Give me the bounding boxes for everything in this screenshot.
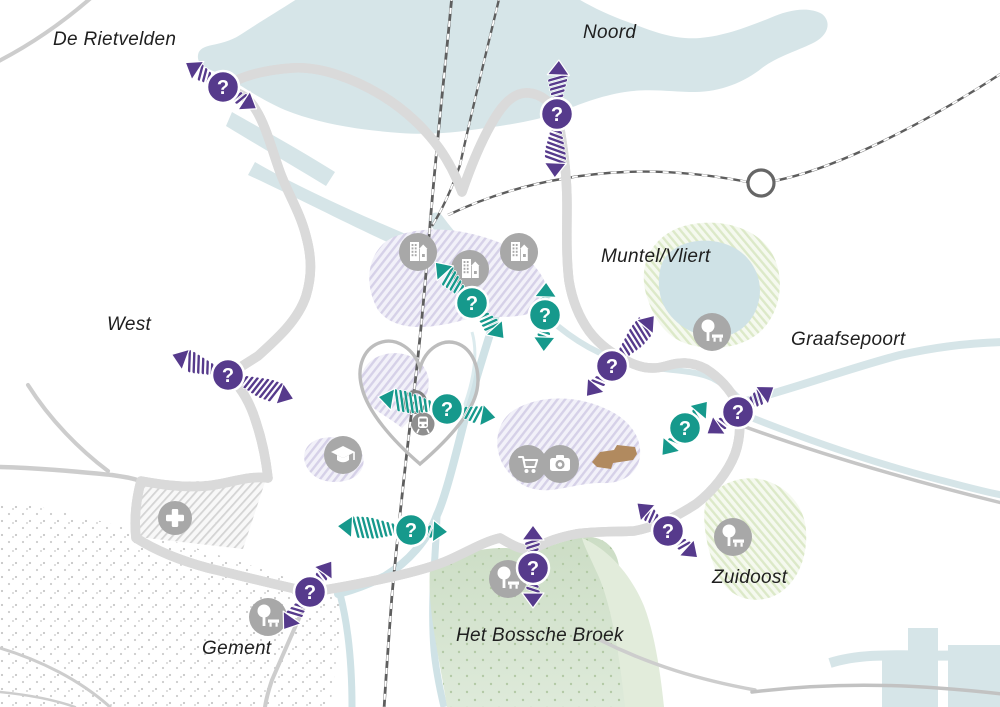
marker-circle <box>292 574 328 610</box>
marker-circle <box>393 512 429 548</box>
district-label: Muntel/Vliert <box>601 246 711 267</box>
question-mark-label: ? <box>217 77 229 99</box>
marker-circle <box>515 550 551 586</box>
question-mark-label: ? <box>732 402 744 424</box>
district-label: West <box>107 314 152 335</box>
district-label: De Rietvelden <box>53 29 176 50</box>
question-mark-label: ? <box>405 520 417 542</box>
marker-circle <box>454 285 490 321</box>
question-marker-graafsepoort[interactable]: ? <box>701 378 781 443</box>
fort-shape <box>592 445 637 469</box>
question-mark-label: ? <box>466 293 478 315</box>
question-marker-binnenstad-zuid[interactable]: ? <box>336 512 449 548</box>
marker-circle <box>594 348 630 384</box>
labels-layer: De Rietvelden NoordMuntel/VliertWestGraaf… <box>53 22 906 659</box>
building-icon <box>399 233 437 271</box>
park-icon <box>714 518 752 556</box>
marker-circle <box>720 394 756 430</box>
question-mark-label: ? <box>441 399 453 421</box>
question-marker-noord[interactable]: ? <box>539 59 575 179</box>
train-icon <box>410 411 436 437</box>
district-label: Graafsepoort <box>791 329 906 350</box>
question-marker-west[interactable]: ? <box>168 344 298 409</box>
question-marker-gement[interactable]: ? <box>275 555 341 636</box>
question-marker-muntel-vliert[interactable]: ? <box>578 308 663 403</box>
question-marker-graafsepoort-oost[interactable]: ? <box>653 394 715 463</box>
heart-outline <box>358 339 480 467</box>
camera-icon <box>541 445 579 483</box>
question-mark-label: ? <box>222 365 234 387</box>
district-label: Noord <box>583 22 637 43</box>
question-marker-de-rietvelden[interactable]: ? <box>179 53 262 118</box>
question-mark-label: ? <box>551 104 563 126</box>
district-label: Zuidoost <box>711 567 788 588</box>
question-mark-label: ? <box>679 418 691 440</box>
muntel-lake <box>658 240 760 338</box>
district-label: Gement <box>202 638 272 659</box>
question-marker-citadel[interactable]: ? <box>527 281 563 353</box>
park-icon <box>693 313 731 351</box>
question-mark-label: ? <box>662 521 674 543</box>
marker-circle <box>527 297 563 333</box>
question-mark-label: ? <box>304 582 316 604</box>
marker-circle <box>667 410 703 446</box>
green-areas <box>429 222 807 707</box>
station-node <box>746 168 776 198</box>
question-mark-label: ? <box>539 305 551 327</box>
question-marker-zuidoost[interactable]: ? <box>629 495 705 566</box>
question-marker-bossche-broek[interactable]: ? <box>515 524 551 609</box>
polder-texture <box>0 500 345 707</box>
question-marker-binnenstad-hart[interactable]: ? <box>376 386 498 429</box>
marker-circle <box>429 391 465 427</box>
marker-circle <box>539 96 575 132</box>
question-mark-label: ? <box>527 558 539 580</box>
question-mark-label: ? <box>606 356 618 378</box>
education-icon <box>324 436 362 474</box>
district-label: Het Bossche Broek <box>456 625 625 646</box>
park-icon <box>249 598 287 636</box>
markers-layer: ????????????? <box>168 53 781 636</box>
marker-circle <box>210 357 246 393</box>
question-marker-binnenstad-nw[interactable]: ? <box>427 255 512 346</box>
hospital-icon <box>158 501 192 535</box>
building-icon <box>500 233 538 271</box>
marker-circle <box>205 69 241 105</box>
marker-circle <box>650 513 686 549</box>
ring-road <box>135 68 740 592</box>
